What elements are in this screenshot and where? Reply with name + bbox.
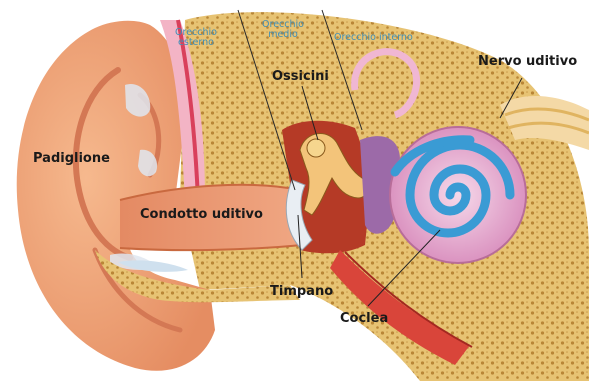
- label-nervo-uditivo: Nervo uditivo: [478, 55, 577, 69]
- label-padiglione: Padiglione: [33, 152, 110, 166]
- label-orecchio-interno: Orecchio interno: [334, 33, 413, 43]
- label-condotto-uditivo: Condotto uditivo: [140, 208, 263, 222]
- label-orecchio-esterno: Orecchio esterno: [166, 28, 226, 48]
- label-ossicini: Ossicini: [272, 70, 329, 84]
- label-coclea: Coclea: [340, 312, 388, 326]
- label-timpano: Timpano: [270, 285, 333, 299]
- label-orecchio-medio: Orecchio medio: [253, 20, 313, 40]
